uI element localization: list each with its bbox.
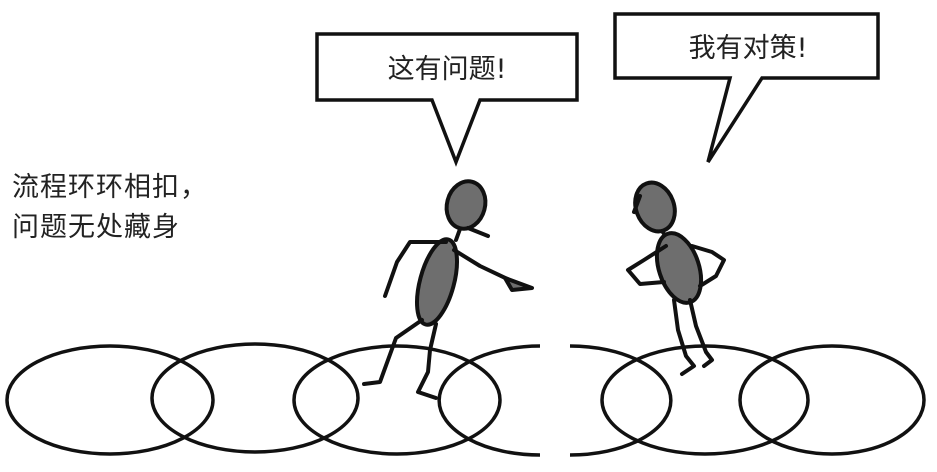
speech-bubble-right: 我有对策! [613, 12, 880, 163]
figure-head [444, 179, 488, 231]
pointing-figure [362, 179, 534, 400]
speech-text-left: 这有问题! [388, 54, 507, 85]
chain-ring [292, 344, 502, 456]
process-chain [5, 342, 926, 457]
chain-ring [738, 344, 926, 456]
chain-caption: 流程环环相扣， 问题无处藏身 [12, 168, 242, 248]
figure-body [415, 237, 459, 327]
chain-ring-broken-right [569, 344, 673, 457]
speech-bubble-left: 这有问题! [315, 32, 579, 167]
caption-line-2: 问题无处藏身 [12, 212, 180, 243]
caption-line-1: 流程环环相扣， [12, 172, 208, 203]
speech-text-right: 我有对策! [689, 33, 808, 64]
chain-ring [150, 342, 360, 454]
chain-ring-broken-left [437, 344, 541, 457]
pointing-hand [503, 276, 534, 292]
confident-figure [626, 180, 726, 376]
chain-ring [5, 344, 215, 456]
figure-body [654, 231, 704, 305]
chain-ring [600, 344, 810, 456]
